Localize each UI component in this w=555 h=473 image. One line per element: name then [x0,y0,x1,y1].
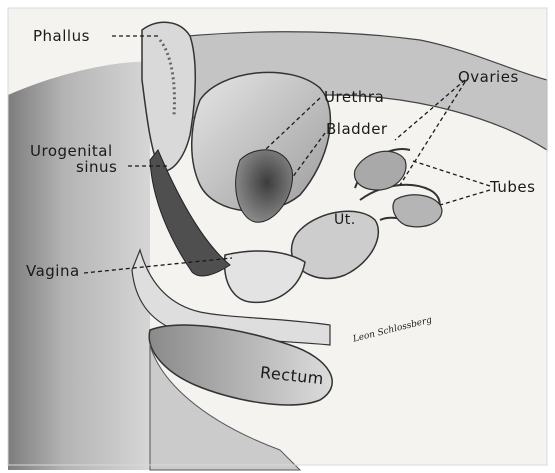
label-bladder: Bladder [326,120,388,138]
label-phallus: Phallus [33,27,90,45]
label-ovaries: Ovaries [458,68,519,86]
label-vagina: Vagina [26,262,80,280]
label-urethra: Urethra [324,88,384,106]
ovary-right-shape [393,195,442,227]
label-uterus: Ut. [334,212,356,228]
label-urogenital-line2: sinus [76,158,117,176]
label-tubes: Tubes [490,178,535,196]
